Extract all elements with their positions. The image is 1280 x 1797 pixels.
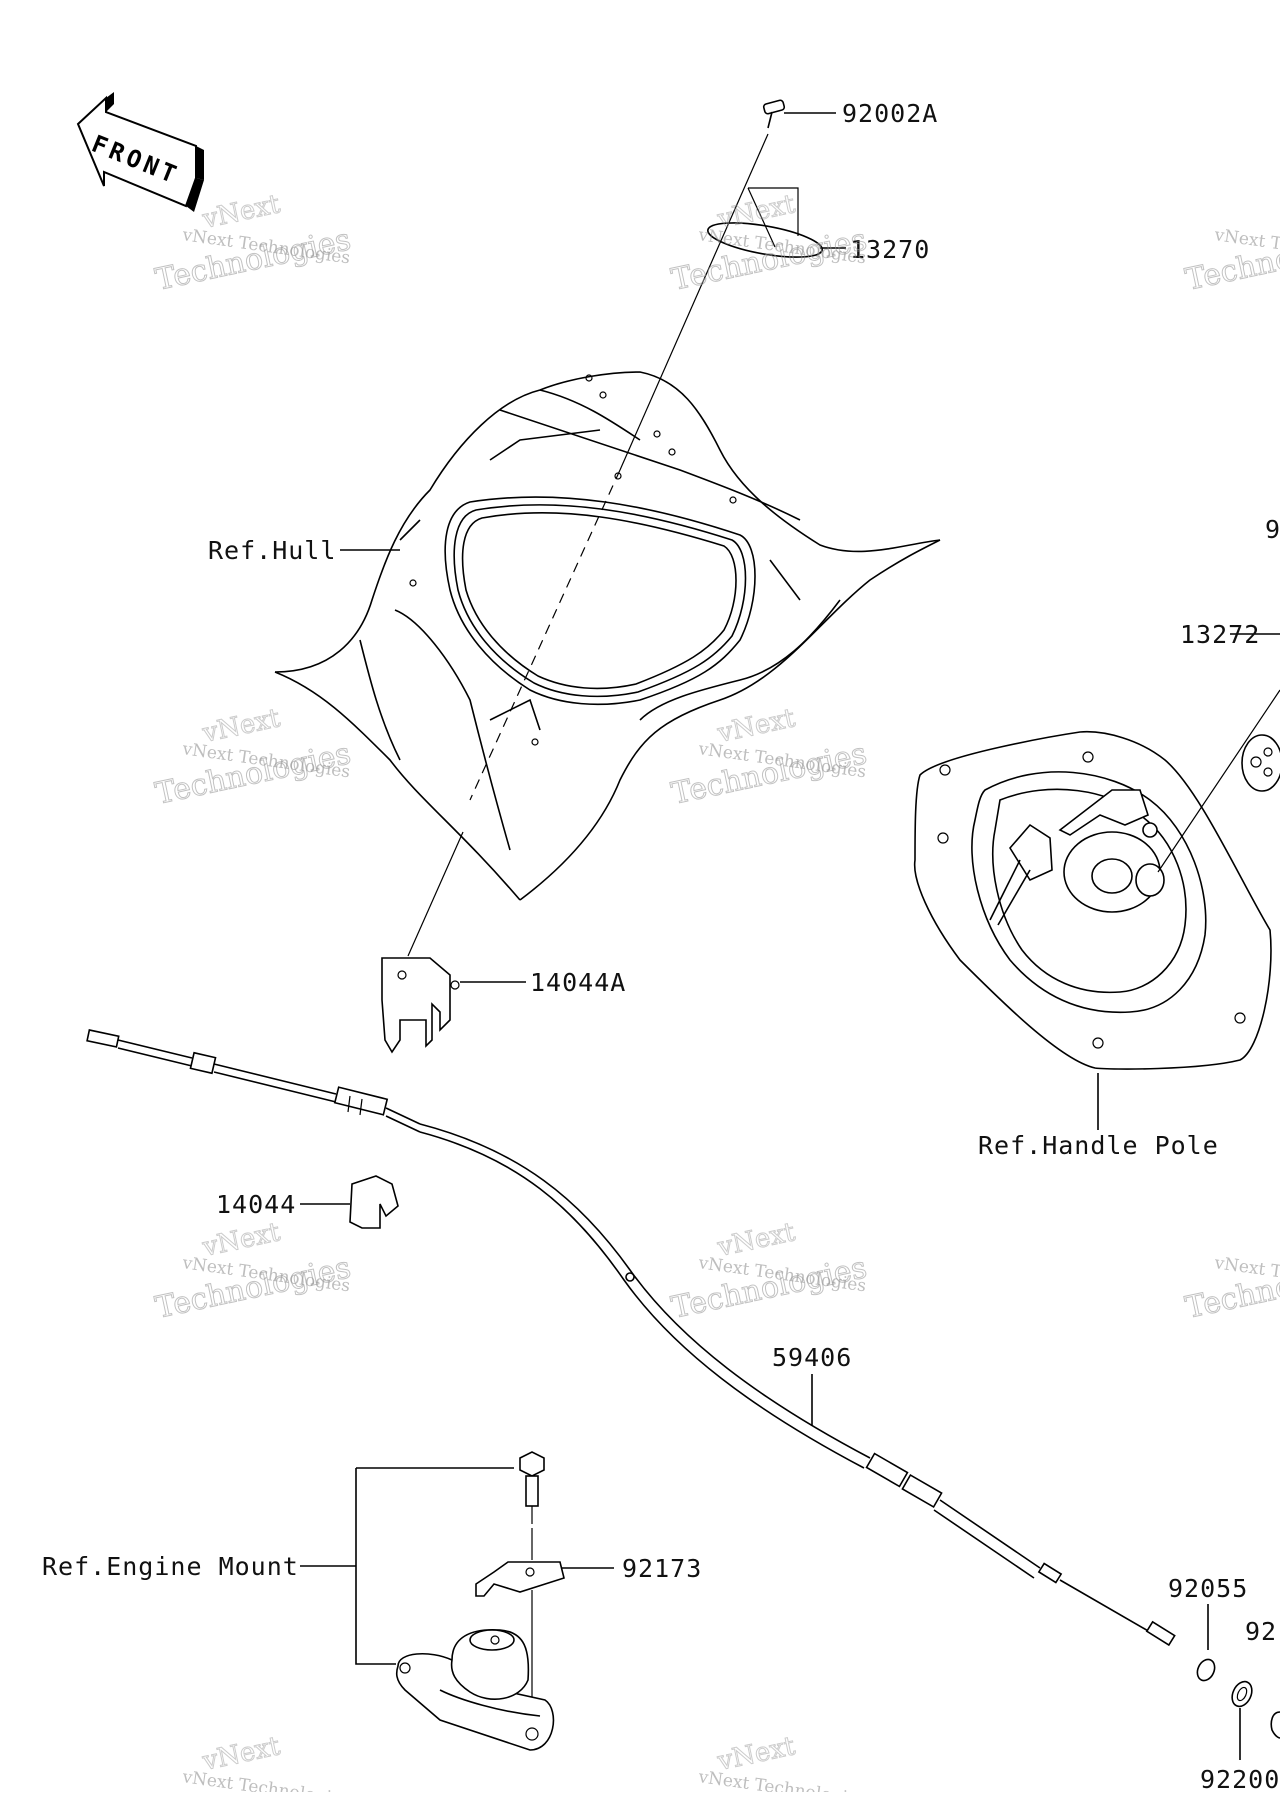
watermark-9: vNext vNext Technologies: [180, 1731, 351, 1797]
watermark-5: vNext vNext Technologies Technologies: [668, 703, 870, 813]
hull-drawing: [274, 371, 941, 901]
svg-text:vNext Technologies: vNext Technologies: [180, 1767, 351, 1792]
watermark-7: vNext vNext Technologies Technologies: [668, 1217, 870, 1327]
label-59406: 59406: [772, 1343, 852, 1372]
label-right-cut-2: 92: [1245, 1617, 1277, 1646]
svg-text:vNext Technologies: vNext Technologies: [696, 1767, 867, 1792]
label-ref-engine-mount: Ref.Engine Mount: [42, 1552, 299, 1581]
label-ref-handle-pole: Ref.Handle Pole: [978, 1131, 1219, 1160]
engine-mount: [300, 1451, 614, 1751]
label-ref-hull: Ref.Hull: [208, 536, 336, 565]
leader-dashed-hull: [619, 133, 769, 471]
label-right-cut-1: 9: [1265, 515, 1280, 544]
washer-92200: [1231, 1680, 1280, 1760]
watermark-6: vNext vNext Technologies Technologies: [152, 1217, 354, 1327]
label-14044A: 14044A: [530, 968, 626, 997]
bracket-14044A: [381, 831, 526, 1054]
label-92055: 92055: [1168, 1574, 1248, 1603]
watermark-8: vNext Technologies Technologies: [1182, 1250, 1280, 1327]
part-13272: [1157, 633, 1280, 873]
label-13270: 13270: [850, 235, 930, 264]
bolt-92002A: [762, 99, 836, 129]
clip-14044: [300, 1175, 399, 1229]
leader-dashed-down: [469, 469, 621, 801]
watermark-2: vNext vNext Technologies Technologies: [668, 189, 870, 299]
label-13272: 13272: [1180, 620, 1260, 649]
label-14044: 14044: [216, 1190, 296, 1219]
label-right-cut-3: 92200: [1200, 1765, 1280, 1792]
watermark-10: vNext vNext Technologies: [696, 1731, 867, 1797]
handle-pole-base: [913, 730, 1272, 1130]
label-92002A: 92002A: [842, 99, 938, 128]
plate-13270: [707, 187, 846, 258]
cable-59406: [86, 1029, 1176, 1647]
label-92173: 92173: [622, 1554, 702, 1583]
watermark-3: vNext Technologies Technologies: [1182, 222, 1280, 299]
front-arrow: FRONT: [76, 92, 204, 212]
washer-92055: [1196, 1604, 1216, 1682]
watermark-4: vNext vNext Technologies Technologies: [152, 703, 354, 813]
